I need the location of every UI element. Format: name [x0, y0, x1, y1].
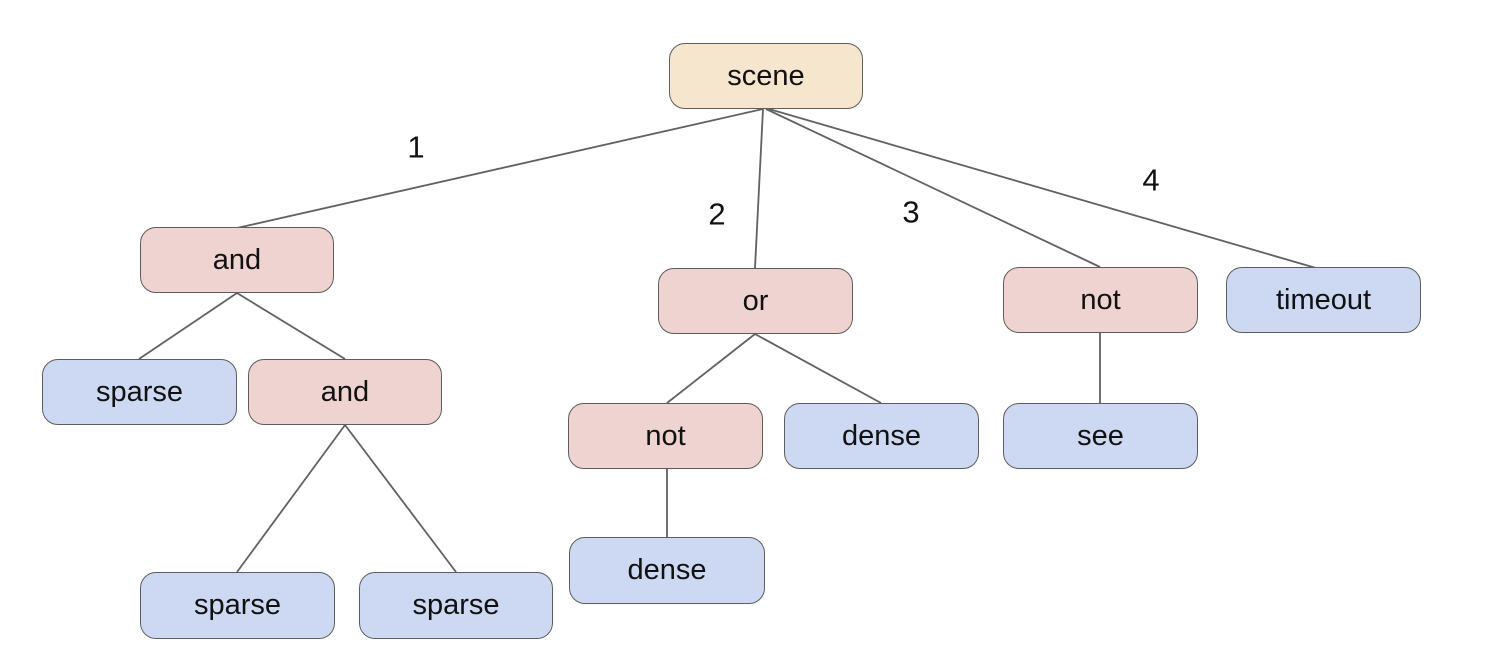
edge-label-3: 3 [902, 194, 920, 230]
node-dense-1-label: dense [841, 419, 921, 452]
edge-and-sparse [138, 292, 238, 360]
edge-and2-sparse [236, 424, 346, 573]
node-timeout-label: timeout [1275, 283, 1372, 316]
node-scene: scene [669, 43, 863, 109]
node-see: see [1003, 403, 1198, 469]
edge-label-2: 2 [708, 196, 726, 232]
node-see-label: see [1077, 419, 1124, 452]
node-sparse-2: sparse [140, 572, 335, 639]
edge-and-and [236, 292, 346, 360]
node-and-1-label: and [212, 243, 262, 276]
node-and-2: and [248, 359, 442, 425]
edge-or-not [666, 333, 756, 404]
node-not-top: not [1003, 267, 1198, 333]
node-scene-label: scene [727, 59, 805, 92]
node-or-label: or [742, 284, 769, 317]
edge-and2-sparse2 [344, 424, 457, 573]
edge-scene-and [236, 108, 764, 229]
node-sparse-2-label: sparse [193, 589, 282, 621]
node-dense-2: dense [569, 537, 765, 604]
node-sparse-3-label: sparse [412, 589, 500, 621]
node-dense-1: dense [784, 403, 979, 469]
edge-scene-timeout [768, 108, 1317, 269]
node-not-mid: not [568, 403, 763, 469]
node-dense-2-label: dense [627, 554, 707, 586]
edge-or-dense [754, 333, 882, 404]
node-and-2-label: and [320, 375, 370, 408]
node-sparse-1-label: sparse [95, 375, 184, 408]
node-sparse-1: sparse [42, 359, 237, 425]
node-and-1: and [140, 227, 334, 293]
node-timeout: timeout [1226, 267, 1421, 333]
node-not-top-label: not [1080, 283, 1121, 316]
node-or: or [658, 268, 853, 334]
edge-scene-not [765, 108, 1101, 268]
edge-scene-or [754, 108, 764, 269]
node-not-mid-label: not [645, 419, 686, 452]
edge-label-1: 1 [407, 129, 425, 165]
edge-label-4: 4 [1142, 162, 1160, 198]
node-sparse-3: sparse [359, 572, 553, 639]
